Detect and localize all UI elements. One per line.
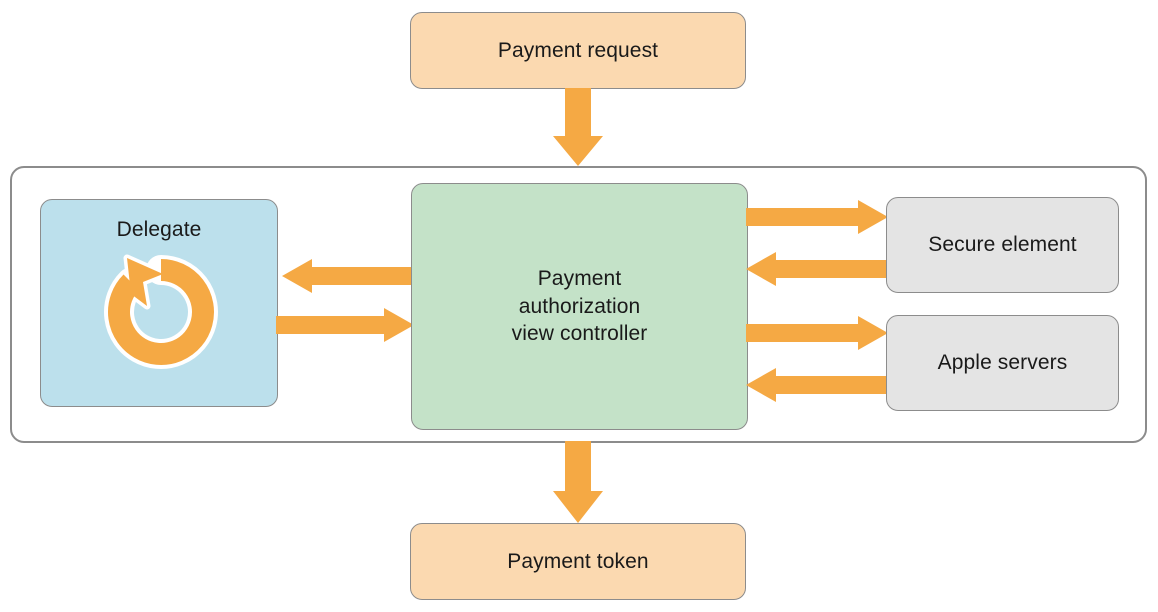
payment-request-node: Payment request (410, 12, 746, 89)
payment-request-label: Payment request (497, 38, 659, 62)
arrow-payment-request-to-controller (553, 88, 603, 166)
delegate-node: Delegate (40, 199, 278, 407)
payment-token-label: Payment token (507, 549, 649, 573)
delegate-label: Delegate (116, 218, 202, 241)
apple-servers-node: Apple servers (886, 315, 1119, 411)
payment-authorization-view-controller-node: Payment authorization view controller (411, 183, 748, 430)
payment-authorization-view-controller-label: Payment authorization view controller (511, 266, 648, 346)
payment-token-node: Payment token (410, 523, 746, 600)
secure-element-node: Secure element (886, 197, 1119, 293)
apple-servers-label: Apple servers (937, 351, 1068, 375)
arrow-controller-to-payment-token (553, 441, 603, 523)
circular-refresh-icon (104, 254, 218, 369)
secure-element-label: Secure element (928, 233, 1077, 257)
